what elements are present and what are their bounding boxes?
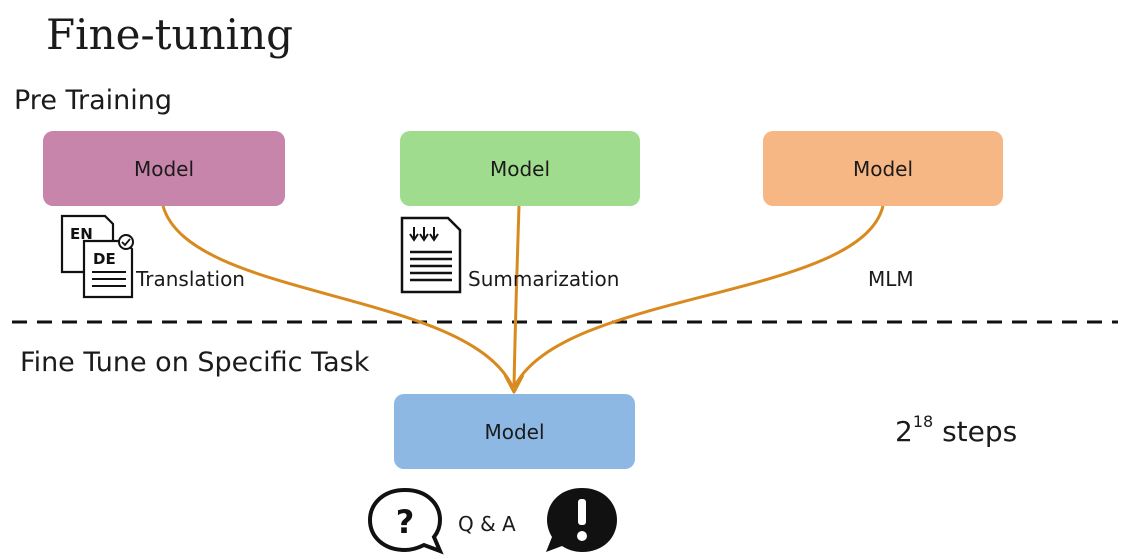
pre-training-heading: Pre Training (14, 85, 173, 116)
translation-target-lang: DE (93, 250, 116, 268)
steps-exponent: 18 (912, 411, 934, 431)
translation-source-lang: EN (70, 225, 93, 243)
exclamation-bubble-icon (546, 488, 617, 552)
pretrain-model-mlm: Model (763, 131, 1003, 206)
finetune-model: Model (394, 394, 635, 469)
arrow-head (503, 374, 525, 394)
question-bubble-icon: ? (367, 487, 444, 555)
steps-unit: steps (942, 415, 1018, 448)
task-label-translation: Translation (136, 267, 245, 291)
model-label: Model (484, 419, 545, 444)
slide-title: Fine-tuning (46, 10, 294, 59)
training-steps: 218 steps (895, 411, 1018, 448)
task-label-qa: Q & A (458, 512, 516, 536)
pretrain-model-translation: Model (43, 131, 285, 206)
translation-document-icon: EN DE (60, 214, 134, 299)
arrow-translation (161, 205, 515, 389)
arrow-summarization (512, 205, 521, 389)
summary-document-icon (400, 216, 462, 294)
arrow-mlm (512, 205, 885, 389)
model-label: Model (489, 156, 551, 181)
model-label: Model (133, 156, 195, 181)
steps-base: 2 (895, 415, 913, 448)
pretrain-model-summarization: Model (400, 131, 640, 206)
task-label-summarization: Summarization (468, 267, 620, 291)
fine-tune-heading: Fine Tune on Specific Task (20, 347, 370, 378)
model-label: Model (852, 156, 914, 181)
svg-text:?: ? (396, 503, 415, 541)
task-label-mlm: MLM (868, 267, 914, 291)
